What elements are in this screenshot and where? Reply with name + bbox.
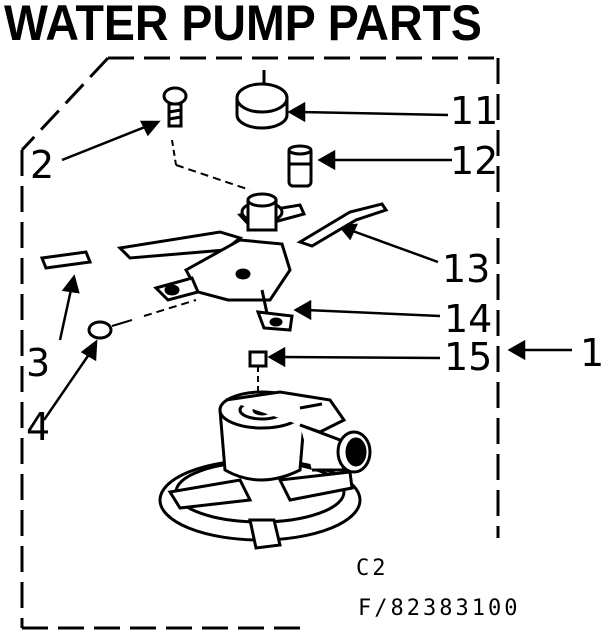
- group-code: C2: [356, 556, 389, 581]
- part-4-washer-icon: [87, 319, 133, 340]
- lever-assembly-icon: [116, 192, 307, 332]
- callout-13: 13: [442, 247, 491, 291]
- callout-14: 14: [444, 297, 493, 341]
- callout-1: 1: [580, 331, 605, 375]
- part-11-cap-icon: [235, 70, 289, 130]
- callout-3: 3: [26, 341, 51, 385]
- callout-2: 2: [30, 143, 55, 187]
- pump-housing-icon: [158, 390, 372, 550]
- part-number: F/82383100: [358, 596, 521, 621]
- callout-15: 15: [444, 335, 493, 379]
- part-13-lever-icon: [296, 202, 389, 248]
- part-2-screw-icon: [162, 86, 251, 191]
- part-3-plate-icon: [39, 250, 93, 270]
- callout-12: 12: [450, 139, 499, 183]
- callout-4: 4: [26, 405, 51, 449]
- diagram-title: WATER PUMP PARTS: [4, 0, 482, 51]
- assembly-outline: [20, 56, 500, 630]
- part-15-nut-icon: [248, 350, 268, 400]
- callout-arrows: [42, 101, 572, 421]
- callout-11: 11: [450, 89, 499, 133]
- part-12-bushing-icon: [287, 144, 313, 188]
